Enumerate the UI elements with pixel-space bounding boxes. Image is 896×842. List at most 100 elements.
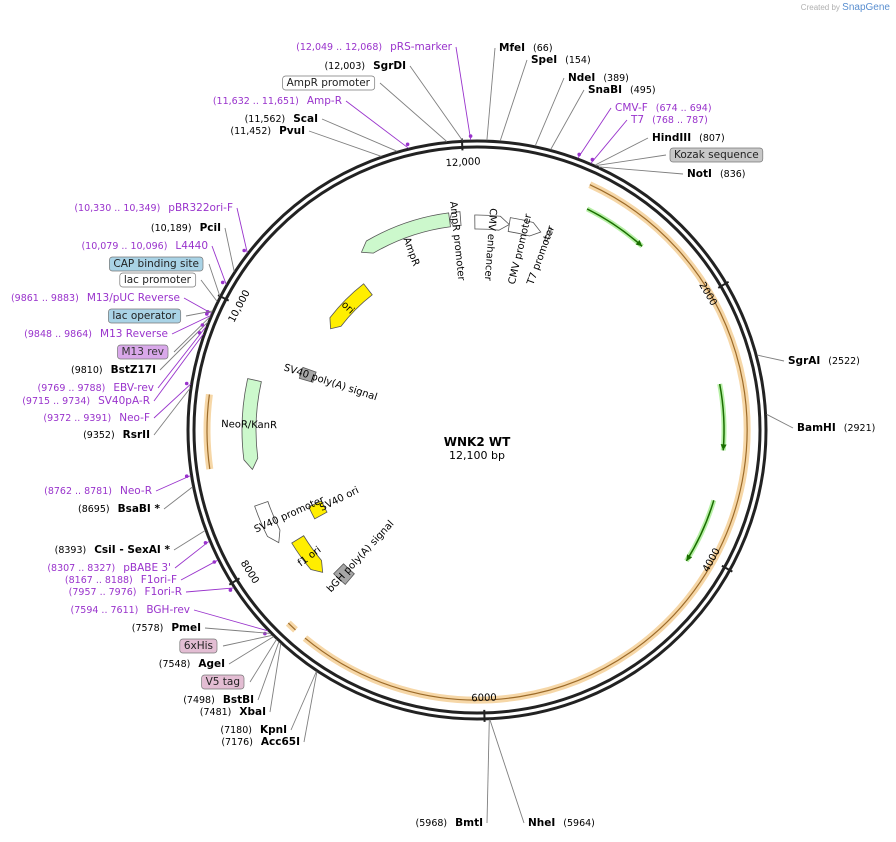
label-neo-r: Neo-R(8762 .. 8781)	[44, 485, 152, 497]
leader-line	[193, 609, 268, 632]
tag-label: V5 tag	[206, 676, 240, 688]
label-mfei: MfeI(66)	[499, 42, 553, 54]
leader-line	[249, 639, 277, 683]
tick-mark	[721, 564, 733, 573]
label-bsabi: BsaBI *(8695)	[78, 503, 160, 515]
label-kozak-sequence: Kozak sequence	[669, 147, 764, 163]
leader-line	[171, 315, 211, 335]
label-position: (7957 .. 7976)	[69, 587, 137, 598]
tag-label: AmpR promoter	[287, 77, 371, 89]
tick-mark	[217, 294, 230, 302]
feature-label-sv40-poly-a-signal: SV40 poly(A) signal	[282, 363, 378, 404]
feature-sv40-poly-a-signal	[298, 366, 317, 383]
label-position: (9861 .. 9883)	[11, 293, 79, 304]
label-kpni: KpnI(7180)	[220, 724, 287, 736]
label-name: Neo-F	[119, 412, 150, 424]
leader-line	[236, 207, 248, 254]
primer-mark	[200, 323, 205, 327]
label-name: Amp-R	[307, 95, 342, 107]
leader-line	[180, 559, 219, 581]
feature-sv40-ori	[308, 500, 328, 520]
leader-line	[345, 100, 409, 149]
leader-line	[379, 82, 448, 142]
leader-line	[590, 119, 628, 164]
leader-line	[550, 89, 585, 150]
orf-band	[302, 181, 751, 704]
primer-mark	[220, 280, 225, 285]
feature-ori	[329, 283, 373, 330]
label-spei: SpeI(154)	[531, 54, 591, 66]
label-scai: ScaI (11,562)	[245, 113, 318, 125]
leader-line	[173, 316, 211, 353]
primer-mark	[184, 474, 189, 479]
label-bmti: BmtI (5968)	[416, 817, 483, 829]
leader-line	[211, 245, 227, 285]
label-name: BstZ17I	[111, 364, 156, 376]
label-name: SnaBI	[588, 84, 622, 96]
label-snabi: SnaBI(495)	[588, 84, 656, 96]
leader-line	[153, 333, 204, 402]
label-bamhi: BamHI(2921)	[797, 422, 875, 434]
feature-label-sv40-ori: SV40 ori	[318, 485, 361, 514]
label-name: CsiI - SexAI *	[94, 544, 170, 556]
label-ndei: NdeI (389)	[568, 72, 629, 84]
label-name: NdeI	[568, 72, 595, 84]
label-prs-marker: pRS-marker(12,049 .. 12,068)	[296, 41, 453, 53]
label-name: F1ori-R	[145, 586, 182, 598]
label-name: M13 Reverse	[100, 328, 168, 340]
leader-line	[155, 475, 191, 492]
label-position: (11,632 .. 11,651)	[213, 96, 299, 107]
label-position: (10,189)	[151, 223, 192, 234]
leader-line	[224, 227, 235, 272]
tag-label: M13 rev	[121, 346, 164, 358]
tag-label: 6xHis	[184, 640, 213, 652]
label-name: AgeI	[198, 658, 225, 670]
label-name: EBV-rev	[113, 382, 154, 394]
label-name: Neo-R	[120, 485, 152, 497]
label-m13-reverse: M13 Reverse (9848 .. 9864)	[24, 328, 168, 340]
label-name: BamHI	[797, 422, 836, 434]
label-position: (7548)	[159, 659, 191, 670]
label-name: KpnI	[260, 724, 287, 736]
primer-mark	[212, 560, 217, 564]
label-pmei: PmeI(7578)	[132, 622, 201, 634]
label-position: (12,049 .. 12,068)	[296, 42, 382, 53]
label-position: (2522)	[828, 356, 860, 367]
primer-mark	[405, 142, 410, 147]
label-csii-sexai: CsiI - SexAI *(8393)	[55, 544, 171, 556]
tick-label: 10,000	[227, 288, 253, 324]
leader-line	[185, 587, 234, 593]
label-name: SgrDI	[373, 60, 406, 72]
label-name: Acc65I	[261, 736, 300, 748]
label-6xhis: 6xHis	[179, 638, 218, 654]
label-name: XbaI	[239, 706, 266, 718]
label-amp-r: Amp-R (11,632 .. 11,651)	[213, 95, 342, 107]
label-position: (11,562)	[245, 114, 286, 125]
primer-mark	[468, 134, 473, 138]
label-position: (9848 .. 9864)	[24, 329, 92, 340]
label-name: pBABE 3'	[123, 562, 171, 574]
snapgene-credit: Created by SnapGene	[801, 2, 890, 13]
label-position: (389)	[603, 73, 629, 84]
tick-mark	[717, 280, 730, 289]
leader-line	[228, 636, 274, 665]
label-pbabe-3: pBABE 3'(8307 .. 8327)	[47, 562, 171, 574]
label-name: L4440	[175, 240, 208, 252]
label-name: ScaI	[293, 113, 318, 125]
label-position: (8167 .. 8188)	[65, 575, 133, 586]
label-position: (154)	[565, 55, 591, 66]
label-lac-operator: lac operator	[108, 308, 182, 324]
label-m13-puc-reverse: M13/pUC Reverse(9861 .. 9883)	[11, 292, 180, 304]
label-position: (7176)	[221, 737, 253, 748]
label-name: BmtI	[455, 817, 483, 829]
feature-ampr	[360, 212, 451, 254]
label-position: (5968)	[416, 818, 448, 829]
leader-line	[303, 671, 318, 743]
feature-bgh-poly-a-signal	[333, 563, 355, 586]
label-agei: AgeI (7548)	[159, 658, 225, 670]
label-name: BsaBI *	[118, 503, 161, 515]
leader-line	[185, 310, 213, 317]
label-position: (674 .. 694)	[656, 103, 712, 114]
label-name: pBR322ori-F	[168, 202, 233, 214]
label-name: HindIII	[652, 132, 691, 144]
